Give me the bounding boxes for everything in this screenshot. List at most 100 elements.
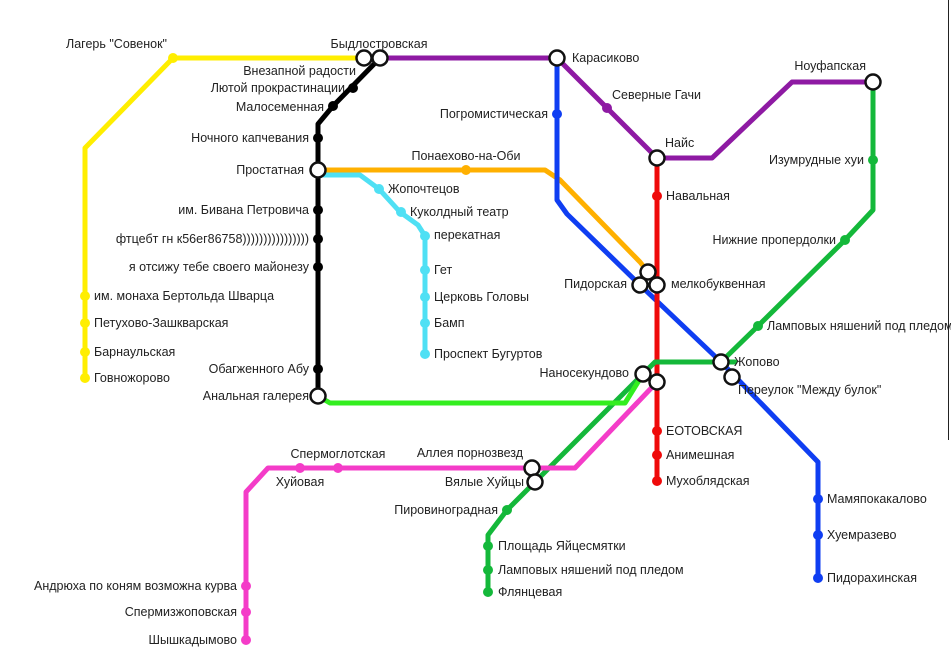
station-dot-spermoglot-x0[interactable] xyxy=(295,463,305,473)
station-transfer-karas[interactable] xyxy=(548,49,566,67)
station-label-bivana[interactable]: им. Бивана Петровича xyxy=(178,203,309,217)
station-transfer-melkob[interactable] xyxy=(648,276,666,294)
station-transfer-bydlo-b[interactable] xyxy=(371,49,389,67)
station-label-perekat[interactable]: перекатная xyxy=(434,228,500,242)
station-label-pogrom[interactable]: Погромистическая xyxy=(440,107,548,121)
station-label-petuhovo[interactable]: Петухово-Зашкварская xyxy=(94,316,228,330)
station-dot-malosem[interactable] xyxy=(328,101,338,111)
station-label-huyovaya[interactable]: Хуйовая xyxy=(276,475,324,489)
station-label-sovenok[interactable]: Лагерь "Совенок" xyxy=(66,37,167,51)
station-transfer-eotov-r0[interactable] xyxy=(648,373,666,391)
station-dot-sevgachi[interactable] xyxy=(602,103,612,113)
station-label-melkob[interactable]: мелкобуквенная xyxy=(671,277,766,291)
station-dot-perekat[interactable] xyxy=(420,231,430,241)
station-label-zhopovo[interactable]: Жопово xyxy=(734,355,780,369)
station-label-ponaehovo[interactable]: Понаехово-на-Оби xyxy=(411,149,520,163)
station-transfer-melkob-x0[interactable] xyxy=(639,263,657,281)
station-transfer-nanosek[interactable] xyxy=(634,365,652,383)
station-dot-kukol[interactable] xyxy=(396,207,406,217)
station-dot-navaln[interactable] xyxy=(652,191,662,201)
station-label-shvarts[interactable]: им. монаха Бертольда Шварца xyxy=(94,289,274,303)
station-label-kukol[interactable]: Куколдный театр xyxy=(410,205,509,219)
station-label-lampovyh1[interactable]: Ламповых няшений под пледом xyxy=(767,319,951,333)
station-label-niznie[interactable]: Нижние пропердолки xyxy=(713,233,836,247)
station-label-lyutoy[interactable]: Лютой прокрастинации xyxy=(211,81,345,95)
station-dot-ftceb[interactable] xyxy=(313,234,323,244)
station-dot-huemraz[interactable] xyxy=(813,530,823,540)
station-label-malosem[interactable]: Малосеменная xyxy=(236,100,324,114)
station-dot-spermoglot[interactable] xyxy=(333,463,343,473)
station-label-spermoglot[interactable]: Спермоглотская xyxy=(291,447,386,461)
station-dot-muhobl[interactable] xyxy=(652,476,662,486)
station-label-muhobl[interactable]: Мухоблядская xyxy=(666,474,750,488)
station-dot-nochnogo[interactable] xyxy=(313,133,323,143)
station-label-sevgachi[interactable]: Северные Гачи xyxy=(612,88,701,102)
station-label-barnaul[interactable]: Барнаульская xyxy=(94,345,175,359)
station-dot-pidorah[interactable] xyxy=(813,573,823,583)
station-dot-andryuha[interactable] xyxy=(241,581,251,591)
station-dot-lampovyh1[interactable] xyxy=(753,321,763,331)
station-label-nochnogo[interactable]: Ночного капчевания xyxy=(191,131,309,145)
station-label-pidor[interactable]: Пидорская xyxy=(564,277,627,291)
station-label-flyants[interactable]: Флянцевая xyxy=(498,585,562,599)
station-label-ftceb[interactable]: фтцебт гн к56ег86758)))))))))))))))) xyxy=(116,232,309,246)
station-dot-lampovyh2[interactable] xyxy=(483,565,493,575)
station-transfer-zhopovo[interactable] xyxy=(712,353,730,371)
station-dot-izumrud[interactable] xyxy=(868,155,878,165)
station-label-alleya[interactable]: Аллея порнозвезд xyxy=(417,446,524,460)
station-label-shyshka[interactable]: Шышкадымово xyxy=(149,633,237,647)
station-dot-tserkov[interactable] xyxy=(420,292,430,302)
station-label-andryuha[interactable]: Андрюха по коням возможна курва xyxy=(34,579,237,593)
station-label-izumrud[interactable]: Изумрудные хуи xyxy=(769,153,864,167)
station-label-mamyapok[interactable]: Мамяпокакалово xyxy=(827,492,927,506)
station-dot-barnaul[interactable] xyxy=(80,347,90,357)
station-label-spermizh[interactable]: Спермизжоповская xyxy=(125,605,237,619)
station-label-pidorah[interactable]: Пидорахинская xyxy=(827,571,917,585)
station-label-pereulok[interactable]: Переулок "Между булок" xyxy=(738,383,881,397)
station-label-yaytsesm[interactable]: Площадь Яйцесмятки xyxy=(498,539,626,553)
station-dot-govnozh[interactable] xyxy=(80,373,90,383)
station-dot-spermizh[interactable] xyxy=(241,607,251,617)
station-dot-sovenok[interactable] xyxy=(168,53,178,63)
station-dot-zhopoch[interactable] xyxy=(374,184,384,194)
station-dot-get[interactable] xyxy=(420,265,430,275)
station-label-get[interactable]: Гет xyxy=(434,263,452,277)
station-dot-ponaehovo[interactable] xyxy=(461,165,471,175)
station-dot-shvarts[interactable] xyxy=(80,291,90,301)
station-label-eotov[interactable]: ЕОТОВСКАЯ xyxy=(666,424,742,438)
station-label-vyalye[interactable]: Вялые Хуйцы xyxy=(445,475,524,489)
station-label-animesh[interactable]: Анимешная xyxy=(666,448,734,462)
station-label-noufap[interactable]: Ноуфапская xyxy=(794,59,866,73)
station-label-nanosek[interactable]: Наносекундово xyxy=(540,366,630,380)
station-label-nays[interactable]: Найс xyxy=(665,136,694,150)
station-transfer-bydlo[interactable] xyxy=(355,49,373,67)
station-dot-lyutoy[interactable] xyxy=(348,83,358,93)
station-label-otsizhu[interactable]: я отсижу тебе своего майонезу xyxy=(129,260,310,274)
station-dot-pirovin[interactable] xyxy=(502,505,512,515)
station-label-bamp[interactable]: Бамп xyxy=(434,316,465,330)
station-dot-bamp[interactable] xyxy=(420,318,430,328)
station-transfer-analn[interactable] xyxy=(309,387,327,405)
station-dot-bugurt[interactable] xyxy=(420,349,430,359)
station-transfer-nays[interactable] xyxy=(648,149,666,167)
station-dot-eotov[interactable] xyxy=(652,426,662,436)
station-dot-mamyapok[interactable] xyxy=(813,494,823,504)
station-label-bugurt[interactable]: Проспект Бугуртов xyxy=(434,347,543,361)
station-label-tserkov[interactable]: Церковь Головы xyxy=(434,290,529,304)
station-label-vnezap[interactable]: Внезапной радости xyxy=(243,64,356,78)
station-transfer-vyalye[interactable] xyxy=(526,473,544,491)
station-dot-shyshka[interactable] xyxy=(241,635,251,645)
station-dot-otsizhu[interactable] xyxy=(313,262,323,272)
station-transfer-pidor[interactable] xyxy=(631,276,649,294)
station-label-govnozh[interactable]: Говножорово xyxy=(94,371,170,385)
station-transfer-noufap[interactable] xyxy=(864,73,882,91)
station-transfer-pereulok[interactable] xyxy=(723,368,741,386)
station-transfer-prostat[interactable] xyxy=(309,161,327,179)
station-dot-animesh[interactable] xyxy=(652,450,662,460)
station-label-prostat[interactable]: Простатная xyxy=(236,163,304,177)
station-dot-pogrom[interactable] xyxy=(552,109,562,119)
station-dot-bivana[interactable] xyxy=(313,205,323,215)
station-dot-flyants[interactable] xyxy=(483,587,493,597)
station-label-bydlo[interactable]: Быдлостровская xyxy=(331,37,428,51)
station-label-zhopoch[interactable]: Жопочтецов xyxy=(388,182,460,196)
